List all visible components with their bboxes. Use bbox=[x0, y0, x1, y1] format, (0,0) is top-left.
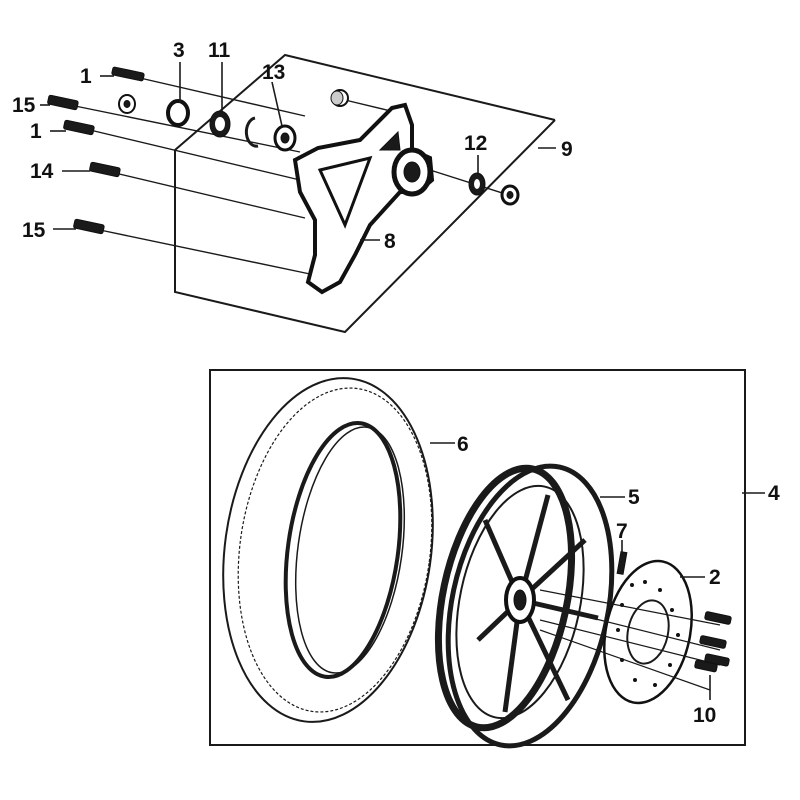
disc-bolts-10 bbox=[694, 611, 732, 673]
upper-axis-lines bbox=[74, 77, 516, 275]
group-box-4 bbox=[209, 369, 746, 746]
valve-7 bbox=[616, 551, 628, 575]
bolt-1-lower bbox=[63, 119, 95, 136]
nut-right bbox=[500, 184, 520, 206]
callout-10: 10 bbox=[693, 704, 716, 727]
callout-1-upper: 1 bbox=[80, 65, 92, 88]
callout-15-upper: 15 bbox=[12, 94, 36, 117]
swing-arm-bracket-8 bbox=[292, 102, 435, 295]
callout-4: 4 bbox=[768, 482, 780, 505]
leader-lines bbox=[40, 62, 765, 700]
callout-13: 13 bbox=[262, 61, 285, 84]
upper-assembly bbox=[47, 53, 556, 334]
callout-8: 8 bbox=[384, 230, 396, 253]
callout-6: 6 bbox=[457, 433, 469, 456]
nut-small-left bbox=[118, 94, 136, 114]
callout-15-lower: 15 bbox=[22, 219, 46, 242]
lower-assembly bbox=[209, 369, 746, 749]
callout-14: 14 bbox=[30, 160, 54, 183]
cap-small bbox=[330, 89, 349, 107]
callout-11: 11 bbox=[208, 39, 231, 62]
circlip bbox=[244, 116, 259, 148]
disc-bolt-axis-lines bbox=[539, 589, 721, 691]
callout-2: 2 bbox=[709, 566, 721, 589]
bolt-14 bbox=[89, 161, 121, 178]
bolt-15-lower bbox=[73, 218, 105, 235]
tire-6 bbox=[222, 377, 434, 723]
callout-3: 3 bbox=[173, 39, 185, 62]
callout-9: 9 bbox=[561, 138, 573, 161]
bearing-11 bbox=[209, 110, 231, 138]
callout-12: 12 bbox=[464, 132, 487, 155]
bearing-12 bbox=[468, 172, 486, 196]
group-box-9-sides bbox=[174, 119, 556, 334]
callout-labels: 1 1 2 3 4 5 6 7 8 9 10 11 12 13 14 15 15 bbox=[12, 39, 780, 727]
callout-7: 7 bbox=[616, 520, 628, 543]
bolt-1-upper bbox=[111, 66, 145, 82]
collar-13 bbox=[273, 124, 297, 152]
callout-1-lower: 1 bbox=[30, 120, 42, 143]
washer-3 bbox=[166, 99, 190, 127]
bolt-15-upper bbox=[47, 94, 79, 111]
callout-5: 5 bbox=[628, 486, 640, 509]
